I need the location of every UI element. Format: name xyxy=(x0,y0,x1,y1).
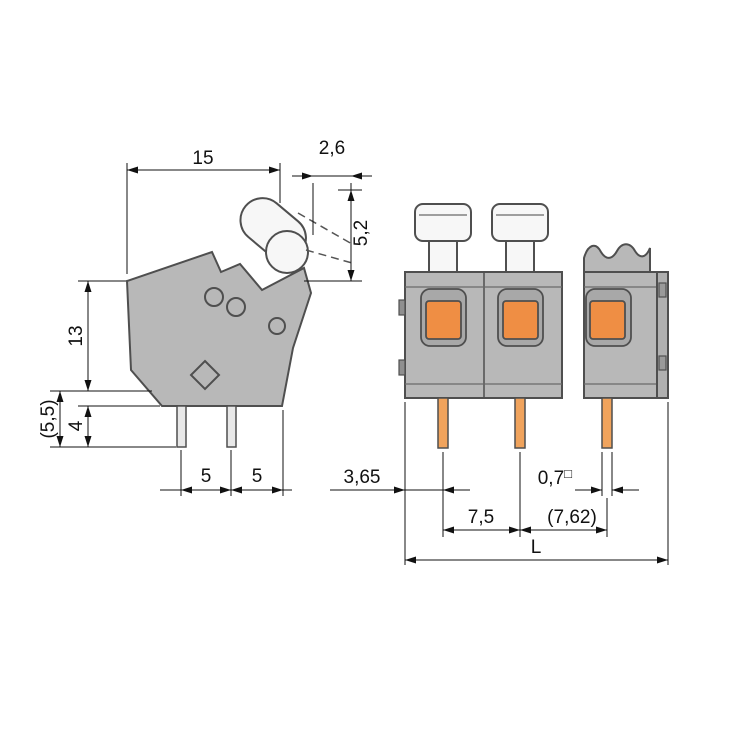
dim-height: 13 xyxy=(50,280,152,392)
solder-pin-side-1 xyxy=(176,405,187,448)
dim-overall-length-label: L xyxy=(531,537,542,558)
push-button-1 xyxy=(425,300,462,340)
pusher-2 xyxy=(491,203,549,275)
dim-pole-pitch-label: 7,5 xyxy=(468,507,494,528)
hinge-pin-circle-2 xyxy=(226,297,246,317)
dim-overall-width-label: 15 xyxy=(192,148,213,169)
dim-height-label: 13 xyxy=(66,325,87,346)
dim-pin-spacing-right-label: 5 xyxy=(252,466,263,487)
side-latch-top xyxy=(398,299,406,316)
dim-pole-pitch-alt: (7,62) xyxy=(520,498,608,537)
dim-edge-to-pin: 3,65 xyxy=(330,402,470,565)
dim-pin-spacing: 5 5 xyxy=(160,410,292,496)
dim-pin-spacing-left-label: 5 xyxy=(201,466,212,487)
end-plate-latch-bottom xyxy=(658,355,667,371)
hinge-pin-circle-1 xyxy=(204,287,224,307)
solder-pin-front-1 xyxy=(437,397,449,449)
lever-actuator xyxy=(239,197,309,274)
dim-tip-width: 2,6 xyxy=(292,138,372,281)
dim-lower-height: (5,5) xyxy=(38,391,176,448)
push-button-2 xyxy=(502,300,539,340)
detail-circle xyxy=(268,317,286,335)
dim-edge-to-pin-label: 3,65 xyxy=(344,467,381,488)
dim-pole-pitch-alt-label: (7,62) xyxy=(547,507,597,528)
pusher-1 xyxy=(414,203,472,275)
end-module-clip xyxy=(583,243,651,273)
lever-projection-dash-upper xyxy=(297,212,353,245)
dim-pin-length: 4 xyxy=(66,405,160,447)
end-plate-latch-top xyxy=(658,282,667,298)
end-plate xyxy=(656,271,669,399)
dim-tip-height: 5,2 xyxy=(304,189,372,282)
dim-overall-width: 15 xyxy=(126,148,281,274)
dim-tip-height-label: 5,2 xyxy=(351,220,372,246)
diamond-detail xyxy=(189,359,221,391)
solder-pin-side-2 xyxy=(226,405,237,448)
front-view: 3,65 0,7□ 7,5 (7,62) xyxy=(330,203,669,565)
push-button-3 xyxy=(589,300,626,340)
dim-pin-cross-section-label: 0,7□ xyxy=(538,466,572,489)
dim-lower-height-label: (5,5) xyxy=(38,399,59,438)
solder-pin-front-3 xyxy=(601,397,613,449)
dim-overall-length: L xyxy=(405,402,669,565)
side-latch-bottom xyxy=(398,359,406,376)
side-view: 15 2,6 5,2 13 xyxy=(38,138,372,496)
dim-tip-width-label: 2,6 xyxy=(319,138,345,159)
dim-pin-cross-section: 0,7□ xyxy=(538,452,639,496)
solder-pin-front-2 xyxy=(514,397,526,449)
lever-projection-dash-lower xyxy=(305,249,353,264)
dim-pin-length-label: 4 xyxy=(66,420,87,431)
dim-pole-pitch: 7,5 xyxy=(443,452,521,537)
lever-hinge-circle xyxy=(265,230,309,274)
